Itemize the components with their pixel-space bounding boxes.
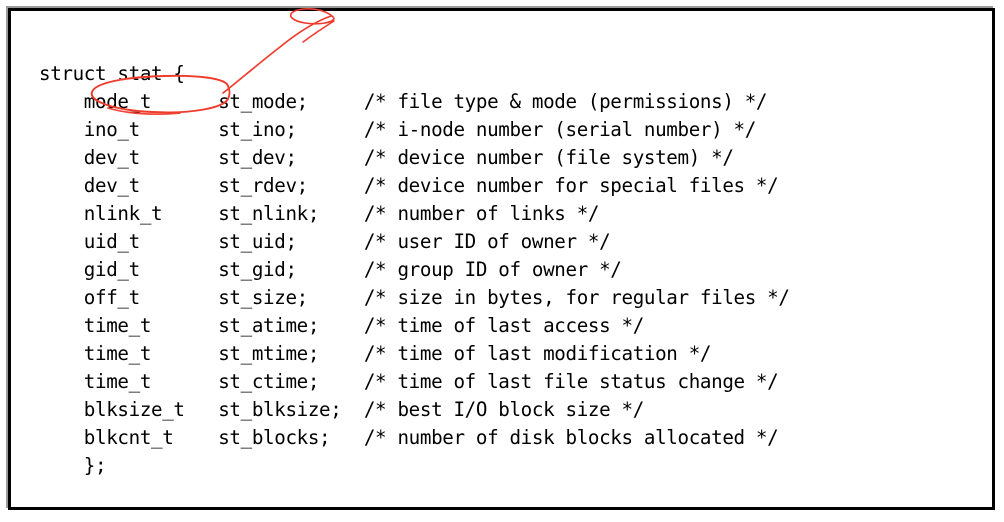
code-line: off_t st_size; /* size in bytes, for reg… [39,286,790,309]
code-line: blksize_t st_blksize; /* best I/O block … [39,398,644,421]
code-frame: struct stat { mode_t st_mode; /* file ty… [8,8,995,510]
code-line: ino_t st_ino; /* i-node number (serial n… [39,118,756,141]
code-line-mode-t: mode_t st_mode; /* file type & mode (per… [39,90,768,113]
code-line: nlink_t st_nlink; /* number of links */ [39,202,600,225]
code-line: gid_t st_gid; /* group ID of owner */ [39,258,622,281]
code-line: uid_t st_uid; /* user ID of owner */ [39,230,611,253]
struct-stat-code-block: struct stat { mode_t st_mode; /* file ty… [39,60,790,480]
code-line: }; [39,454,107,477]
code-line: dev_t st_dev; /* device number (file sys… [39,146,734,169]
code-line: dev_t st_rdev; /* device number for spec… [39,174,779,197]
code-line: struct stat { [39,62,185,85]
code-line: blkcnt_t st_blocks; /* number of disk bl… [39,426,779,449]
code-line: time_t st_atime; /* time of last access … [39,314,644,337]
code-line: time_t st_mtime; /* time of last modific… [39,342,712,365]
code-line: time_t st_ctime; /* time of last file st… [39,370,779,393]
